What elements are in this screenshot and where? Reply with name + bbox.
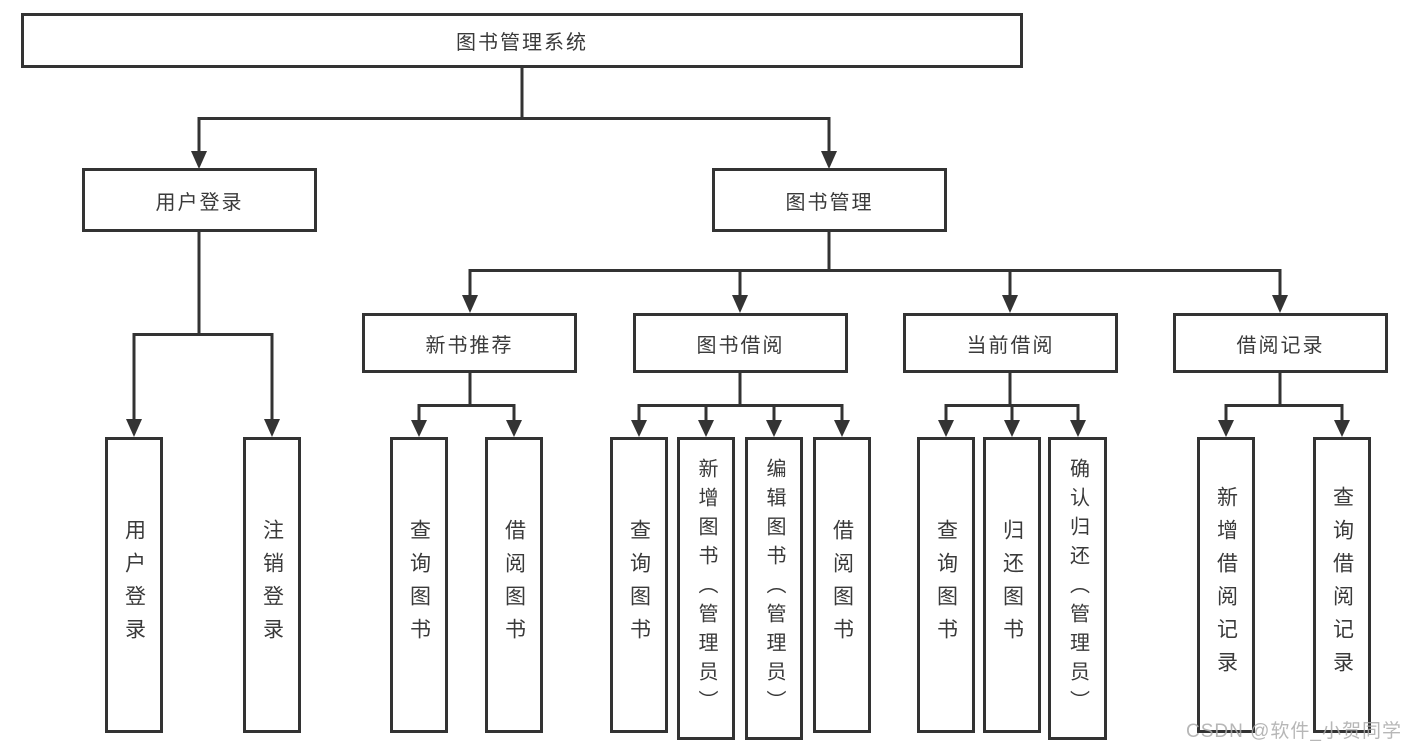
connector-new-book-to-children — [411, 373, 522, 437]
node-book-management: 图书管理 — [712, 168, 947, 232]
leaf-edit-books-admin: 编辑图书（管理员） — [745, 437, 803, 740]
leaf-borrow-books: 借阅图书 — [813, 437, 871, 733]
connector-current-borrow-to-children — [938, 373, 1086, 437]
leaf-add-books-admin: 新增图书（管理员） — [677, 437, 735, 740]
leaf-query-books-current: 查询图书 — [917, 437, 975, 733]
leaf-query-books-borrow: 查询图书 — [610, 437, 668, 733]
connector-user-login-to-children — [126, 232, 280, 437]
connector-book-borrow-to-children — [631, 373, 850, 437]
connector-book-management-to-modules — [462, 232, 1288, 313]
leaf-user-login: 用户登录 — [105, 437, 163, 733]
node-new-book-recommend: 新书推荐 — [362, 313, 577, 373]
node-user-login: 用户登录 — [82, 168, 317, 232]
node-book-borrow: 图书借阅 — [633, 313, 848, 373]
connector-borrow-record-to-children — [1218, 373, 1350, 437]
leaf-borrow-books-recommend: 借阅图书 — [485, 437, 543, 733]
node-current-borrow: 当前借阅 — [903, 313, 1118, 373]
leaf-confirm-return-admin: 确认归还（管理员） — [1048, 437, 1107, 740]
leaf-logout: 注销登录 — [243, 437, 301, 733]
leaf-return-books: 归还图书 — [983, 437, 1041, 733]
leaf-query-borrow-record: 查询借阅记录 — [1313, 437, 1371, 733]
node-borrow-record: 借阅记录 — [1173, 313, 1388, 373]
connector-root-to-branches — [191, 68, 837, 169]
node-root-system: 图书管理系统 — [21, 13, 1023, 68]
leaf-query-books-recommend: 查询图书 — [390, 437, 448, 733]
csdn-watermark: CSDN @软件_小贺同学 — [1186, 721, 1402, 742]
leaf-add-borrow-record: 新增借阅记录 — [1197, 437, 1255, 733]
